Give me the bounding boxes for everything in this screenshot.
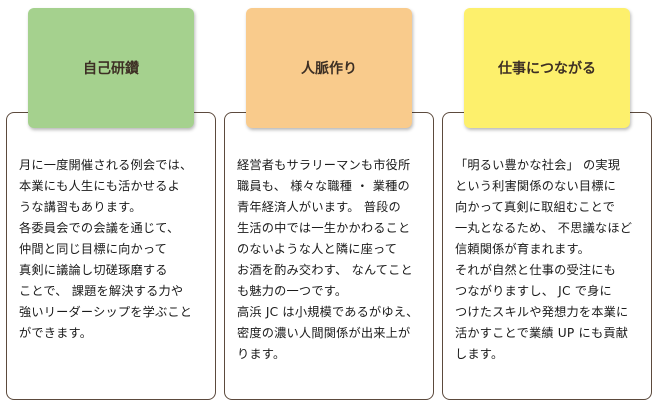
card-body-text: 「明るい豊かな社会」 の実現 という利害関係のない目標に 向かって真剣に取組むこ… [455, 158, 633, 361]
card-self-improvement: 月に一度開催される例会では、 本業にも人生にも活かせるよ うな講習もあります。 … [6, 112, 216, 400]
tab-networking: 人脈作り [246, 8, 412, 128]
tab-self-improvement: 自己研鑽 [28, 8, 194, 128]
tab-title: 自己研鑽 [83, 61, 139, 77]
tab-business: 仕事につながる [464, 8, 630, 128]
card-networking: 経営者もサラリーマンも市役所 職員も、 様々な職種 ・ 業種の 青年経済人がいま… [224, 112, 434, 400]
card-body-text: 経営者もサラリーマンも市役所 職員も、 様々な職種 ・ 業種の 青年経済人がいま… [237, 158, 419, 361]
tab-title: 人脈作り [301, 61, 357, 77]
card-business: 「明るい豊かな社会」 の実現 という利害関係のない目標に 向かって真剣に取組むこ… [442, 112, 652, 400]
tab-title: 仕事につながる [498, 61, 596, 77]
card-body-text: 月に一度開催される例会では、 本業にも人生にも活かせるよ うな講習もあります。 … [19, 158, 193, 340]
